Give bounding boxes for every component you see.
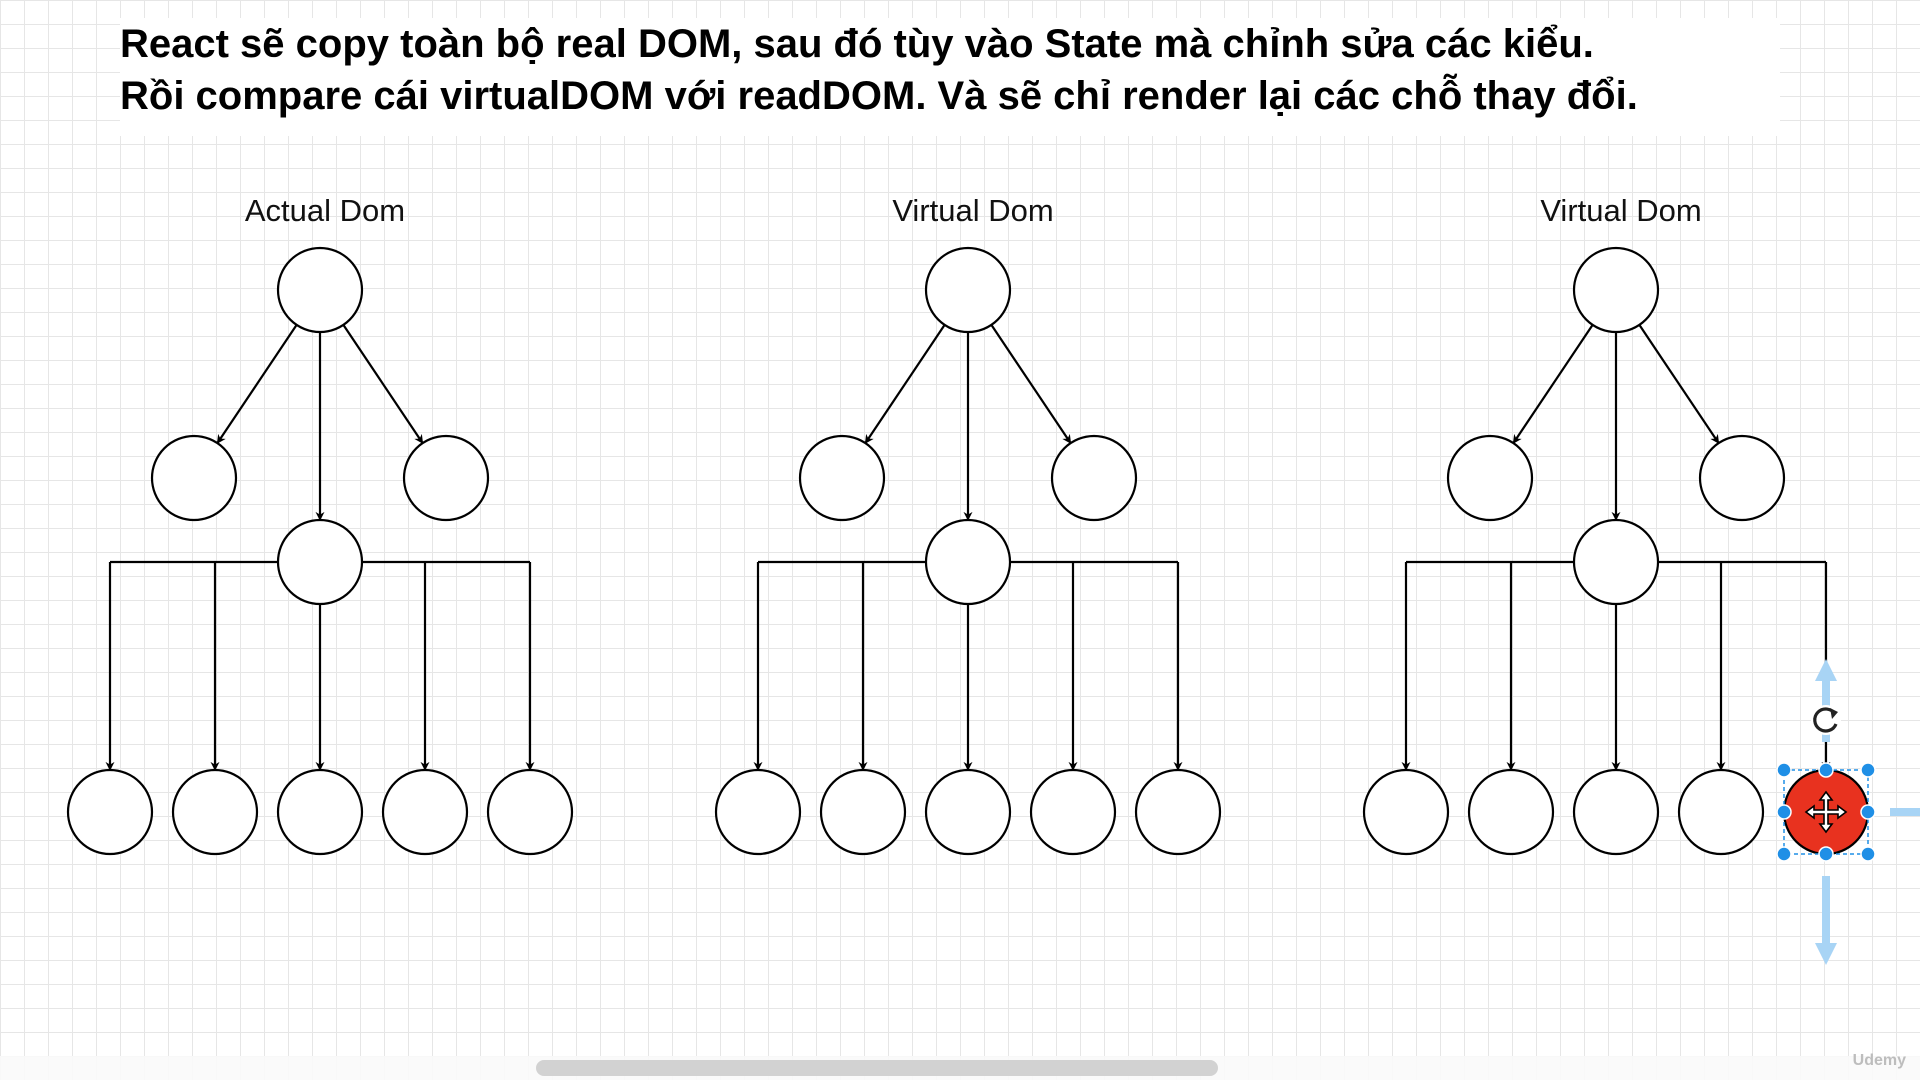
edge-root-left [1512, 324, 1594, 444]
caption-text: React sẽ copy toàn bộ real DOM, sau đó t… [120, 18, 1780, 136]
leaf-node-1 [66, 768, 154, 856]
leaf-node-5 [486, 768, 574, 856]
child-node-right [1698, 434, 1786, 522]
edge-root-right [990, 324, 1072, 444]
caption-line-1: React sẽ copy toàn bộ real DOM, sau đó t… [120, 22, 1594, 66]
leaf-node-1 [714, 768, 802, 856]
leaf-node-2 [1467, 768, 1555, 856]
resize-handle-6[interactable] [1776, 846, 1792, 862]
tree-title-2: Virtual Dom [892, 193, 1053, 228]
selection-handles [1776, 659, 1920, 965]
resize-handle-4[interactable] [1776, 804, 1792, 820]
leaf-node-4 [1029, 768, 1117, 856]
move-icon-shape [1804, 790, 1848, 834]
dom-tree-3: Virtual Dom [1362, 193, 1920, 965]
root-node [1572, 246, 1660, 334]
leaf-node-3 [276, 768, 364, 856]
move-icon[interactable] [1804, 790, 1848, 834]
dom-tree-2: Virtual Dom [714, 193, 1222, 856]
edge-root-right [342, 324, 424, 444]
tree-title-1: Actual Dom [245, 193, 405, 228]
leaf-node-2 [819, 768, 907, 856]
leaf-node-5 [1134, 768, 1222, 856]
resize-handle-7[interactable] [1818, 846, 1834, 862]
resize-handle-5[interactable] [1860, 804, 1876, 820]
root-node [924, 246, 1012, 334]
edge-root-right [1638, 324, 1720, 444]
dom-tree-1: Actual Dom [66, 193, 574, 856]
edge-root-left [864, 324, 946, 444]
caption-line-2: Rồi compare cái virtualDOM với readDOM. … [120, 74, 1638, 118]
tree-title-3: Virtual Dom [1540, 193, 1701, 228]
child-node-right [402, 434, 490, 522]
resize-handle-1[interactable] [1776, 762, 1792, 778]
resize-handle-8[interactable] [1860, 846, 1876, 862]
rotate-icon-arc [1813, 707, 1838, 733]
resize-handle-3[interactable] [1860, 762, 1876, 778]
horizontal-scrollbar[interactable] [536, 1060, 1218, 1076]
leaf-node-2 [171, 768, 259, 856]
udemy-watermark: Udemy [1852, 1052, 1906, 1069]
leaf-node-3 [924, 768, 1012, 856]
dom-tree-diagram: Actual Dom Virtual Dom Virtual Dom [66, 193, 1920, 965]
child-node-left [1446, 434, 1534, 522]
leaf-node-4 [381, 768, 469, 856]
edge-root-left [216, 324, 298, 444]
leaf-node-1 [1362, 768, 1450, 856]
rotate-icon-head [1830, 708, 1838, 719]
leaf-node-3 [1572, 768, 1660, 856]
child-node-middle [276, 518, 364, 606]
child-node-left [150, 434, 238, 522]
rotate-icon[interactable] [1811, 705, 1841, 735]
root-node [276, 246, 364, 334]
child-node-right [1050, 434, 1138, 522]
child-node-left [798, 434, 886, 522]
resize-handle-2[interactable] [1818, 762, 1834, 778]
leaf-node-4 [1677, 768, 1765, 856]
child-node-middle [924, 518, 1012, 606]
child-node-middle [1572, 518, 1660, 606]
